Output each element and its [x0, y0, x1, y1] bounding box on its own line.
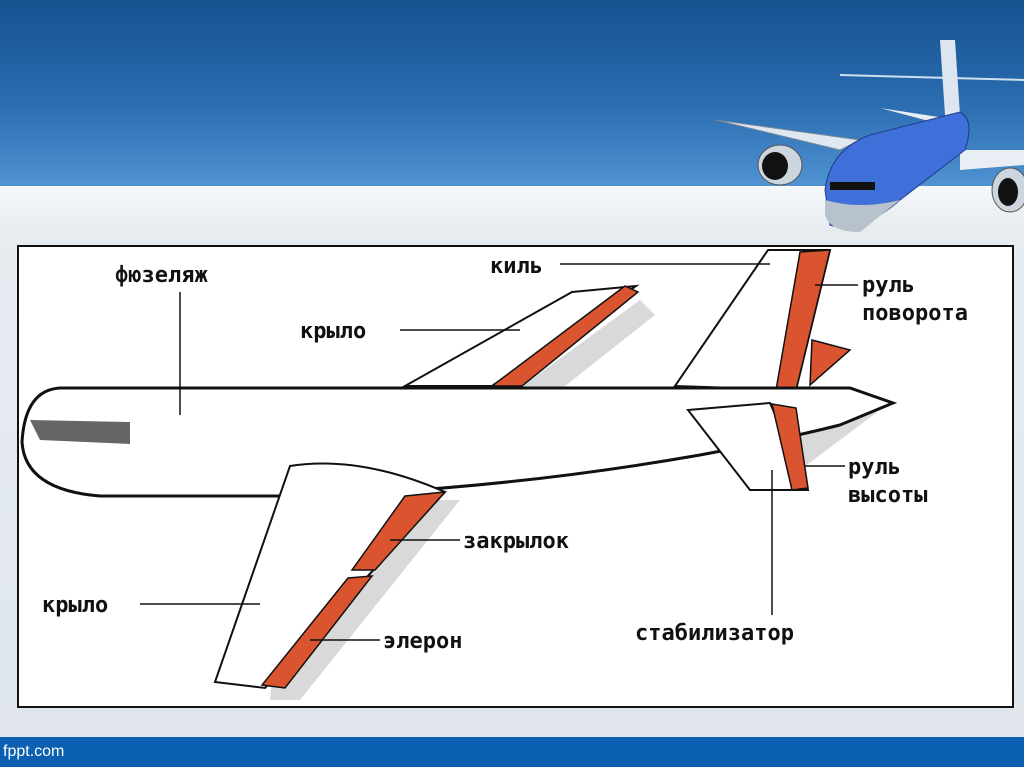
- label-wing-upper: крыло: [300, 319, 366, 344]
- label-rudder-1: руль: [862, 273, 915, 298]
- label-elevator-2: высоты: [848, 483, 927, 508]
- cockpit-window: [30, 420, 130, 444]
- header-airplane-image: [715, 40, 1024, 232]
- footer-site-link[interactable]: fppt.com: [3, 743, 65, 760]
- footer-bar: fppt.com: [0, 737, 1024, 767]
- label-aileron: элерон: [383, 629, 462, 654]
- flap: [350, 491, 447, 571]
- label-wing-lower: крыло: [42, 593, 108, 618]
- aileron: [260, 575, 374, 689]
- label-rudder-2: поворота: [862, 301, 968, 326]
- label-elevator-1: руль: [848, 455, 901, 480]
- upper-wing: [401, 284, 640, 387]
- leader-lines: [140, 263, 858, 641]
- upper-wing-flap: [489, 285, 640, 387]
- far-elevator: [809, 339, 852, 387]
- label-stabilizer: стабилизатор: [635, 621, 794, 646]
- label-flap: закрылок: [463, 529, 569, 554]
- label-fuselage: фюзеляж: [115, 263, 208, 288]
- elevator: [771, 403, 809, 491]
- label-fin: киль: [490, 254, 543, 279]
